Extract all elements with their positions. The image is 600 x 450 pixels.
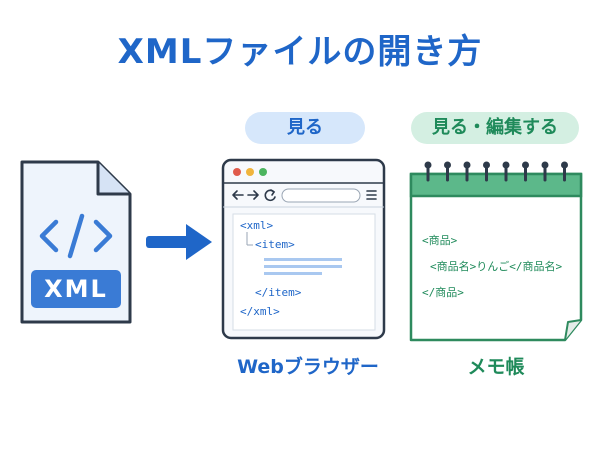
spiral-ring-top xyxy=(444,161,451,169)
spiral-ring-top xyxy=(522,161,529,169)
notepad-code-line: <商品> xyxy=(422,234,458,247)
spiral-ring-top xyxy=(424,161,432,169)
arrow-right-icon xyxy=(146,224,212,260)
view-edit-pill: 見る・編集する xyxy=(411,112,579,144)
reload-icon[interactable] xyxy=(264,189,276,202)
browser-code-line: </xml> xyxy=(240,305,280,318)
xml-badge xyxy=(31,270,121,308)
view-pill: 見る xyxy=(245,112,365,144)
browser-window-icon xyxy=(221,158,386,340)
forward-icon[interactable] xyxy=(247,190,259,200)
notepad-code-line: <商品名>りんご</商品名> xyxy=(430,260,563,273)
code-brackets-icon xyxy=(39,213,113,259)
notepad-caption: メモ帳 xyxy=(467,356,525,378)
spiral-ring-top xyxy=(502,161,510,169)
spiral-ring-top xyxy=(541,161,549,169)
menu-icon[interactable] xyxy=(366,190,377,200)
browser-code-line: <xml> xyxy=(240,219,274,232)
browser-code-line: <item> xyxy=(255,238,295,251)
spiral-binding-icon xyxy=(424,161,568,182)
notepad-icon xyxy=(409,172,583,342)
spiral-ring-top xyxy=(483,161,490,169)
browser-code-line: </item> xyxy=(255,286,302,299)
xml-badge-label: XML xyxy=(44,275,108,303)
page-title: XMLファイルの開き方 xyxy=(117,32,483,72)
notepad-code-line: </商品> xyxy=(422,286,464,299)
back-icon[interactable] xyxy=(232,190,244,200)
browser-caption: Webブラウザー xyxy=(237,356,379,378)
spiral-ring-top xyxy=(463,161,471,169)
spiral-ring-top xyxy=(561,161,568,169)
